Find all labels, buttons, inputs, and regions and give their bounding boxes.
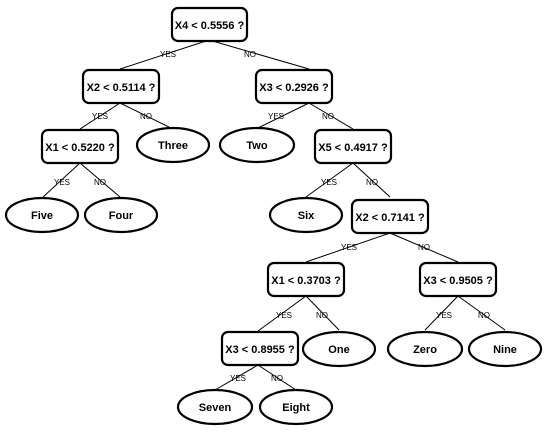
leaf-label: Five bbox=[31, 210, 53, 222]
leaf-node-nine: Nine bbox=[467, 330, 543, 368]
decision-node-root: X4 < 0.5556 ? bbox=[170, 6, 249, 43]
node-condition: X4 < 0.5556 ? bbox=[175, 20, 245, 32]
leaf-node-seven: Seven bbox=[176, 388, 254, 426]
decision-node-x5: X5 < 0.4917 ? bbox=[313, 128, 393, 165]
node-condition: X5 < 0.4917 ? bbox=[318, 142, 388, 154]
decision-node-x2-b: X2 < 0.7141 ? bbox=[350, 198, 430, 235]
edge-label-yes: YES bbox=[160, 50, 176, 59]
edge-label-no: NO bbox=[94, 178, 106, 187]
leaf-label: One bbox=[328, 344, 349, 356]
edge-x1b-no bbox=[305, 295, 340, 331]
edge-x2b-no bbox=[389, 232, 459, 263]
edge-x3c-no bbox=[257, 364, 297, 391]
edge-label-yes: YES bbox=[276, 311, 292, 320]
edge-label-no: NO bbox=[418, 243, 430, 252]
edge-x2a-no bbox=[119, 102, 174, 130]
leaf-label: Six bbox=[298, 210, 315, 222]
edge-x5-no bbox=[352, 162, 391, 198]
edge-root-yes bbox=[119, 39, 210, 70]
leaf-node-four: Four bbox=[83, 196, 159, 234]
decision-node-x1-b: X1 < 0.3703 ? bbox=[266, 261, 346, 298]
leaf-node-two: Two bbox=[218, 126, 296, 164]
leaf-node-three: Three bbox=[135, 126, 211, 164]
leaf-label: Two bbox=[246, 140, 267, 152]
edge-label-yes: YES bbox=[268, 112, 284, 121]
edge-label-yes: YES bbox=[230, 374, 246, 383]
edge-label-no: NO bbox=[316, 311, 328, 320]
edge-root-no bbox=[208, 39, 310, 70]
leaf-node-eight: Eight bbox=[258, 388, 334, 426]
edge-label-yes: YES bbox=[436, 311, 452, 320]
edge-label-no: NO bbox=[140, 112, 152, 121]
edge-label-no: NO bbox=[271, 374, 283, 383]
leaf-label: Seven bbox=[199, 402, 232, 414]
edge-x1a-no bbox=[79, 162, 121, 198]
node-condition: X3 < 0.8955 ? bbox=[225, 344, 295, 356]
edge-label-yes: YES bbox=[321, 178, 337, 187]
edge-x1b-yes bbox=[257, 295, 307, 332]
edge-label-yes: YES bbox=[54, 178, 70, 187]
leaf-label: Eight bbox=[282, 402, 310, 414]
leaf-node-one: One bbox=[301, 330, 377, 368]
edge-x3c-yes bbox=[214, 364, 259, 391]
edge-x2b-yes bbox=[305, 232, 391, 263]
edge-x2a-yes bbox=[79, 102, 121, 130]
leaf-node-zero: Zero bbox=[386, 330, 464, 368]
edge-label-no: NO bbox=[366, 178, 378, 187]
decision-node-x3-a: X3 < 0.2926 ? bbox=[254, 68, 334, 105]
node-condition: X3 < 0.9505 ? bbox=[423, 275, 493, 287]
node-condition: X1 < 0.5220 ? bbox=[45, 142, 115, 154]
node-condition: X2 < 0.7141 ? bbox=[355, 212, 425, 224]
leaf-label: Three bbox=[158, 140, 188, 152]
decision-node-x3-b: X3 < 0.9505 ? bbox=[418, 261, 498, 298]
edge-x3a-no bbox=[308, 102, 354, 130]
edge-label-yes: YES bbox=[92, 112, 108, 121]
node-condition: X1 < 0.3703 ? bbox=[271, 275, 341, 287]
edge-x3a-yes bbox=[257, 102, 310, 129]
edge-x3b-yes bbox=[424, 295, 459, 331]
edge-x3b-no bbox=[457, 295, 506, 331]
leaf-label: Nine bbox=[493, 344, 517, 356]
decision-node-x2-a: X2 < 0.5114 ? bbox=[81, 68, 161, 105]
node-condition: X3 < 0.2926 ? bbox=[259, 82, 329, 94]
edge-x5-yes bbox=[305, 162, 354, 198]
leaf-label: Four bbox=[109, 210, 134, 222]
edge-label-no: NO bbox=[244, 50, 256, 59]
node-condition: X2 < 0.5114 ? bbox=[87, 82, 156, 94]
edge-label-no: NO bbox=[322, 112, 334, 121]
leaf-node-five: Five bbox=[4, 196, 80, 234]
edge-label-no: NO bbox=[478, 311, 490, 320]
leaf-node-six: Six bbox=[268, 196, 344, 234]
edge-x1a-yes bbox=[42, 162, 81, 198]
edge-label-yes: YES bbox=[341, 243, 357, 252]
decision-node-x1-a: X1 < 0.5220 ? bbox=[40, 128, 120, 165]
decision-node-x3-c: X3 < 0.8955 ? bbox=[220, 330, 300, 367]
leaf-label: Zero bbox=[413, 344, 437, 356]
